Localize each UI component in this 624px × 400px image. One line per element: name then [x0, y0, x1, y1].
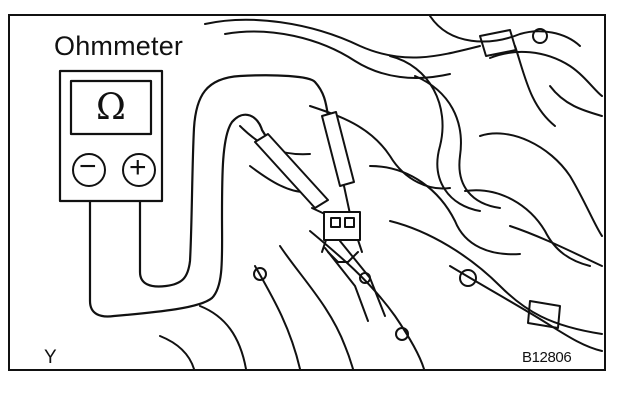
ohmmeter-body — [58, 69, 164, 203]
connector — [321, 211, 363, 263]
test-probes — [254, 111, 355, 223]
diagram-illustration — [58, 16, 603, 369]
probe-left — [254, 133, 329, 209]
diagram-frame: Ω − + Ohmmeter Y B12806 — [8, 14, 606, 371]
figure-title: Ohmmeter — [54, 31, 184, 61]
meter-display — [69, 79, 153, 136]
negative-terminal — [72, 153, 106, 187]
probe-right — [321, 111, 355, 187]
ohm-symbol: Ω — [96, 87, 126, 128]
corner-mark: Y — [44, 347, 57, 368]
meter-leads — [88, 74, 330, 318]
figure-code: B12806 — [522, 349, 572, 366]
positive-terminal — [122, 153, 156, 187]
positive-terminal-symbol: + — [129, 151, 147, 184]
negative-lead — [88, 113, 274, 318]
engine-background-art — [159, 16, 603, 369]
negative-terminal-symbol: − — [79, 150, 97, 183]
positive-lead — [138, 74, 330, 288]
